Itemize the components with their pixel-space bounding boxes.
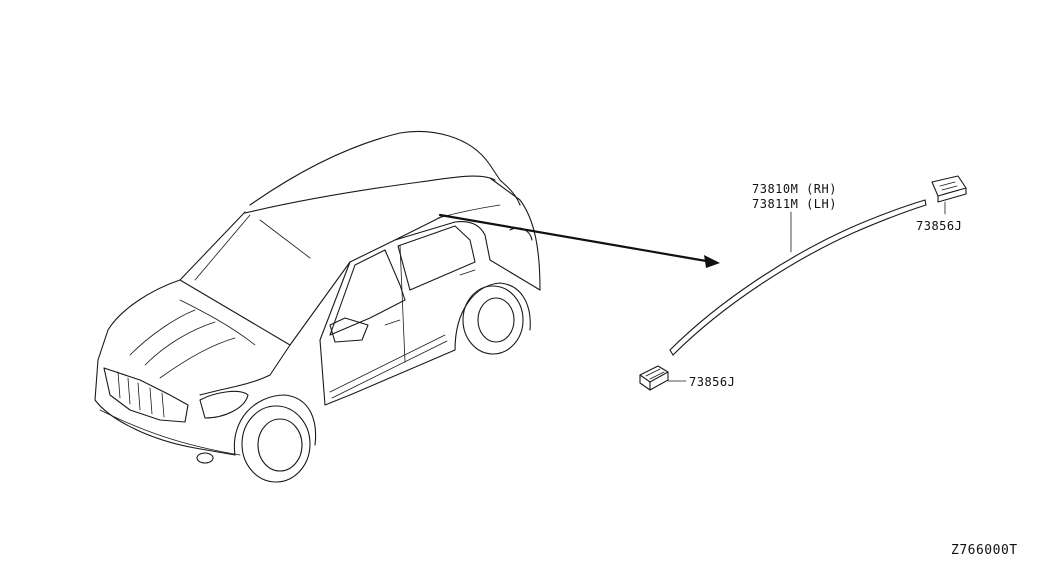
clip-upper-icon xyxy=(931,175,967,215)
diagram-code: Z766000T xyxy=(951,543,1018,558)
part-label-molding-lh: 73811M (LH) xyxy=(752,197,837,211)
part-label-clip-upper: 73856J xyxy=(916,219,963,233)
car-illustration xyxy=(94,130,541,483)
part-label-molding-rh: 73810M (RH) xyxy=(752,182,837,196)
pointer-arrow xyxy=(438,213,720,268)
clip-lower-icon xyxy=(639,365,687,391)
part-label-clip-lower: 73856J xyxy=(689,375,736,389)
roof-molding-strip xyxy=(669,199,927,356)
